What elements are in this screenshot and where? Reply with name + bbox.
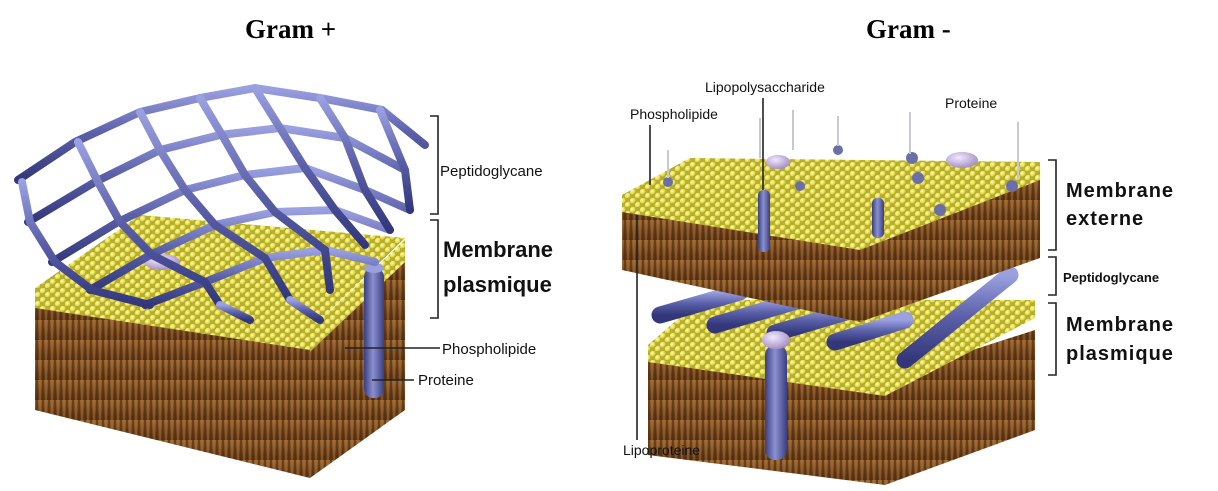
gram-positive-peptidoglycane-label: Peptidoglycane [440,163,543,180]
gram-positive-membrane-label-line1: Membrane [443,237,553,262]
gram-negative-plasma-membrane-label-line2: plasmique [1066,343,1174,365]
gram-positive-phospholipide-label: Phospholipide [442,341,536,358]
gram-negative-plasma-membrane [648,300,1035,485]
gram-positive-protein [364,263,384,398]
gram-negative-lipoprotein [762,331,790,460]
gram-negative-proteine-label: Proteine [945,95,997,111]
gram-negative-diagram: Lipopolysaccharide Phospholipide Protein… [622,79,1174,485]
gram-positive-diagram: Peptidoglycane Membrane plasmique Phosph… [18,88,553,478]
gram-negative-plasma-membrane-label-line1: Membrane [1066,314,1174,336]
gram-negative-phospholipide-label: Phospholipide [630,106,718,122]
gram-positive-proteine-label: Proteine [418,372,474,389]
gram-negative-lipoproteine-label: Lipoproteine [623,442,700,458]
gram-negative-outer-membrane-label-line1: Membrane [1066,180,1174,202]
gram-negative-outer-membrane-label-line2: externe [1066,208,1144,230]
gram-negative-lipopolysaccharide-label: Lipopolysaccharide [705,79,825,95]
gram-negative-peptidoglycane-label: Peptidoglycane [1063,270,1159,285]
gram-positive-membrane-label-line2: plasmique [443,272,552,297]
